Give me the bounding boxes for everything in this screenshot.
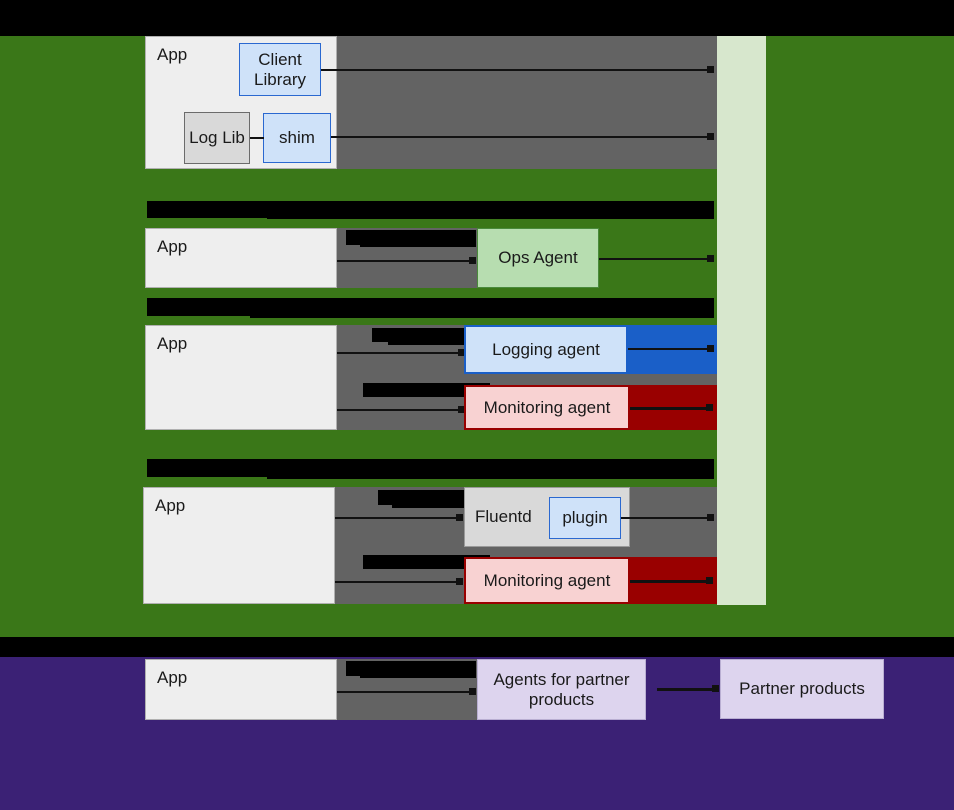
shim-box[interactable]: shim	[263, 113, 331, 163]
row2-redacted-arrow-label-tail	[360, 243, 476, 247]
plugin-box[interactable]: plugin	[549, 497, 621, 539]
row5-redacted-arrow-label	[346, 661, 476, 676]
row3-redacted-arrow-label-1	[372, 328, 490, 342]
row5-arrow-head-partner-products	[712, 685, 719, 692]
plugin-label: plugin	[562, 508, 608, 527]
row5-app-label: App	[157, 668, 188, 687]
row2-arrow-head-out	[707, 255, 714, 262]
row4-arrow-app-to-fluentd	[335, 517, 462, 519]
row1-arrow-head-shim	[707, 133, 714, 140]
monitoring-agent-box-row4[interactable]: Monitoring agent	[464, 557, 630, 604]
fluentd-label: Fluentd	[475, 507, 532, 526]
redacted-caption-1-tail	[267, 214, 714, 219]
row3-redacted-arrow-label-2	[363, 383, 490, 397]
monitoring-agent-label-row3: Monitoring agent	[483, 397, 611, 417]
row4-app-label: App	[155, 496, 186, 515]
agents-for-partner-products-label: Agents for partner products	[493, 669, 630, 709]
row4-arrow-head-monitoring-agent	[456, 578, 463, 585]
redacted-caption-2	[147, 298, 714, 316]
row2-redacted-arrow-label	[346, 230, 476, 245]
row4-arrow-head-monitoring-out-row4	[706, 577, 713, 584]
row1-arrow-client-library	[321, 69, 709, 71]
monitoring-agent-box-row3[interactable]: Monitoring agent	[464, 385, 630, 430]
ops-agent-label: Ops Agent	[498, 248, 578, 267]
row4-arrow-app-to-monitoring-agent	[335, 581, 463, 583]
row2-arrow-head-ops-agent	[469, 257, 476, 264]
row3-blue-destination-region	[628, 325, 717, 374]
redacted-caption-3-tail	[267, 474, 714, 479]
client-library-label: Client Library	[254, 49, 306, 89]
row2-arrow-app-to-ops-agent	[337, 260, 472, 262]
row3-arrow-monitoring-agent-out	[630, 407, 710, 410]
log-lib-label: Log Lib	[189, 128, 245, 147]
row5-redacted-arrow-label-tail	[360, 674, 476, 678]
row1-gray-region	[337, 36, 717, 169]
row3-arrow-head-monitoring-out	[706, 404, 713, 411]
row5-arrow-agents-to-partner-products	[657, 688, 716, 691]
row1-arrow-shim	[331, 136, 709, 138]
row2-arrow-ops-agent-out	[599, 258, 709, 260]
ops-agent-box[interactable]: Ops Agent	[477, 228, 599, 288]
row3-app-box: App	[145, 325, 337, 430]
row4-redacted-arrow-label-1-tail	[392, 503, 488, 508]
row5-arrow-head-partner-agents	[469, 688, 476, 695]
logging-agent-box[interactable]: Logging agent	[464, 325, 628, 374]
redacted-caption-1	[147, 201, 714, 218]
row3-arrow-app-to-logging-agent	[337, 352, 465, 354]
row4-arrow-head-fluentd	[456, 514, 463, 521]
row3-arrow-head-monitoring-agent	[458, 406, 465, 413]
row5-arrow-app-to-partner-agents	[337, 691, 472, 693]
shim-label: shim	[279, 128, 315, 147]
row4-arrow-head-plugin-out	[707, 514, 714, 521]
row3-arrow-app-to-monitoring-agent	[337, 409, 465, 411]
row4-redacted-arrow-label-2	[363, 555, 490, 569]
row2-app-label: App	[157, 237, 188, 256]
partner-products-label: Partner products	[739, 679, 865, 698]
row3-arrow-head-logging-out	[707, 345, 714, 352]
monitoring-agent-label-row4: Monitoring agent	[483, 570, 611, 590]
redacted-caption-3	[147, 459, 714, 477]
row1-arrow-head-client-library	[707, 66, 714, 73]
row3-arrow-logging-agent-out	[628, 348, 710, 350]
row3-app-label: App	[157, 334, 188, 353]
row3-arrow-head-logging-agent	[458, 349, 465, 356]
vertical-destination-bar	[717, 36, 766, 605]
client-library-box[interactable]: Client Library	[239, 43, 321, 96]
logging-agent-label: Logging agent	[492, 339, 600, 359]
row1-app-label: App	[157, 45, 188, 64]
partner-products-box[interactable]: Partner products	[720, 659, 884, 719]
row4-redacted-arrow-label-1	[378, 490, 488, 505]
redaction-divider-bar	[0, 637, 954, 657]
row4-arrow-plugin-out	[621, 517, 710, 519]
agents-for-partner-products-box[interactable]: Agents for partner products	[477, 659, 646, 720]
log-lib-box[interactable]: Log Lib	[184, 112, 250, 164]
row2-app-box: App	[145, 228, 337, 288]
row4-arrow-monitoring-agent-out	[630, 580, 710, 583]
redacted-caption-2-tail	[250, 313, 714, 318]
row3-redacted-arrow-label-1-tail	[388, 340, 490, 345]
loglib-shim-connector	[250, 137, 264, 139]
row4-app-box: App	[143, 487, 335, 604]
row5-app-box: App	[145, 659, 337, 720]
